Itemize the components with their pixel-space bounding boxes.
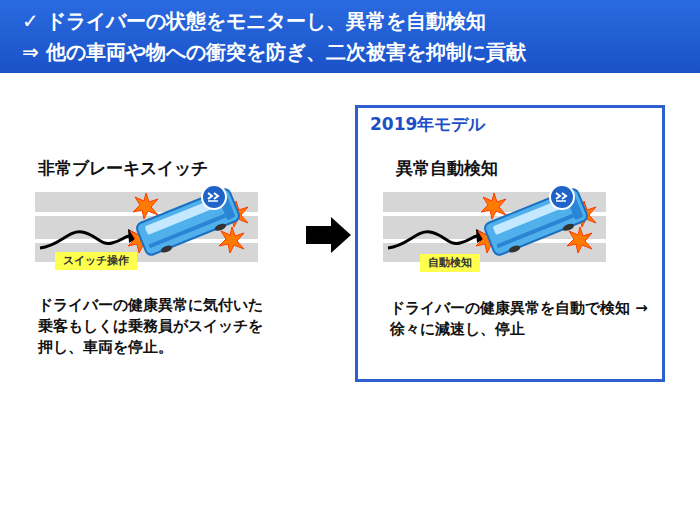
heading-text: 2019年モデル bbox=[370, 114, 485, 135]
heading-text: 非常ブレーキスイッチ bbox=[38, 158, 208, 179]
model-box: 2019年モデル異常自動検知ドライバーの健康異常を自動で検知 →徐々に減速し、停… bbox=[355, 105, 665, 382]
heading-text: 異常自動検知 bbox=[396, 158, 498, 179]
body-text: ドライバーの健康異常を自動で検知 →徐々に減速し、停止 bbox=[390, 298, 656, 340]
label-text: スイッチ操作 bbox=[63, 254, 129, 268]
label-text: 自動検知 bbox=[428, 256, 472, 270]
status-label: スイッチ操作 bbox=[55, 252, 137, 270]
road-scene bbox=[383, 185, 606, 262]
header-band: ✓ ドライバーの状態をモニターし、異常を自動検知 ⇒ 他の車両や物への衝突を防ぎ、… bbox=[0, 0, 700, 73]
panel: 非常ブレーキスイッチドライバーの健康異常に気付いた 乗客もしくは乗務員がスイッチ… bbox=[30, 150, 302, 370]
header-text: ✓ ドライバーの状態をモニターし、異常を自動検知 bbox=[22, 9, 486, 34]
body-text: ドライバーの健康異常に気付いた 乗客もしくは乗務員がスイッチを 押し、車両を停止… bbox=[38, 295, 294, 358]
block-arrow bbox=[306, 217, 351, 253]
header-text: ⇒ 他の車両や物への衝突を防ぎ、二次被害を抑制に貢献 bbox=[22, 40, 526, 65]
road-scene bbox=[35, 185, 258, 262]
status-label: 自動検知 bbox=[420, 254, 480, 272]
